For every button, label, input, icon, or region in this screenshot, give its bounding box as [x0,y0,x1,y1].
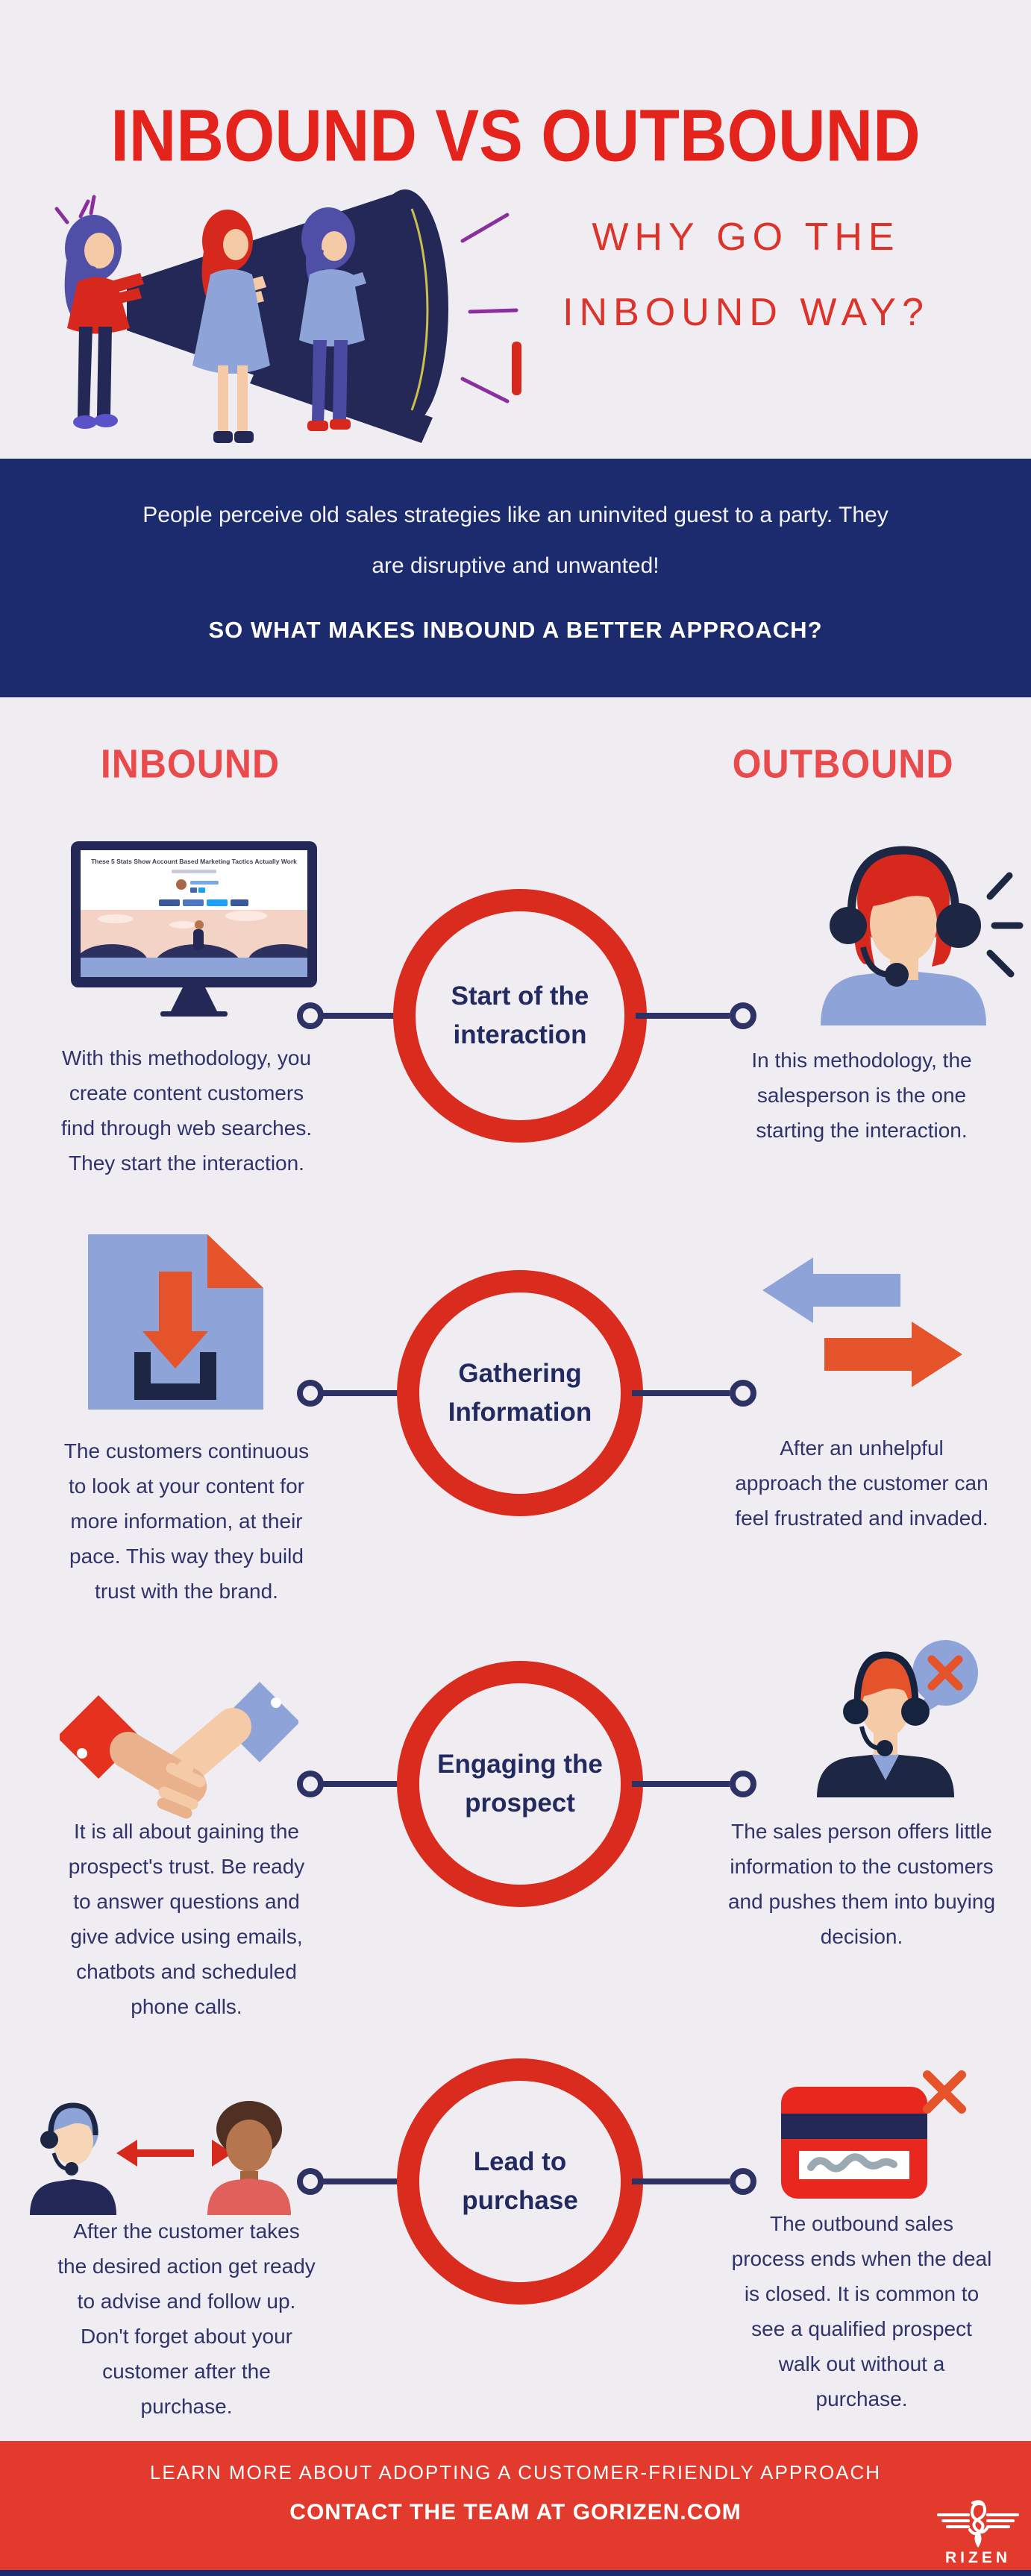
agent-rejected-speech-bubble-icon [817,1640,978,1797]
stage-label: Gathering Information [448,1358,592,1427]
telemarketer-headset-icon [821,846,1024,1025]
outbound-text-row4: The outbound sales process ends when the… [731,2212,992,2411]
header-subtitle: WHY GO THE INBOUND WAY? [562,216,930,335]
inbound-text-row3: It is all about gaining the prospect's t… [68,1820,305,2019]
credit-card-declined-icon [781,2070,966,2199]
timeline-connector-left [322,1013,404,1019]
footer-bottom-strip [0,2570,1031,2576]
stage-circle: Lead to purchase [397,2058,643,2305]
timeline-connector-left [322,1781,408,1787]
timeline-node-left [297,2168,324,2195]
handshake-icon [60,1682,298,1819]
opposing-arrows-icon [762,1257,962,1387]
timeline-node-right [730,1002,756,1029]
stage-label: Lead to purchase [462,2146,578,2216]
timeline-node-left [297,1002,324,1029]
footer-banner [0,2441,1031,2570]
inbound-text-row4: After the customer takes the desired act… [57,2220,316,2419]
footer-contact-text[interactable]: CONTACT THE TEAM AT GORIZEN.COM [289,2500,742,2525]
intro-banner: People perceive old sales strategies lik… [0,459,1031,697]
stage-circle: Start of the interaction [393,889,647,1143]
timeline-connector-right [632,1781,730,1787]
timeline-connector-right [632,2178,730,2184]
timeline-connector-right [636,1013,730,1019]
page-title: INBOUND VS OUTBOUND [110,94,921,177]
outbound-text-row3: The sales person offers little informati… [727,1820,996,1949]
intro-banner-text: People perceive old sales strategies lik… [142,503,889,578]
timeline-connector-left [322,1390,408,1396]
stage-label: Start of the interaction [451,981,589,1050]
inbound-text-row2: The customers continuous to look at your… [63,1439,310,1603]
rizen-eagle-logo-icon: RIZEN [937,2500,1019,2566]
timeline-node-right [730,1380,756,1407]
agent-customer-connection-icon [30,2101,291,2215]
footer-learn-more-text: LEARN MORE ABOUT ADOPTING A CUSTOMER-FRI… [149,2461,882,2484]
timeline-node-right [730,1771,756,1797]
outbound-text-row2: After an unhelpful approach the customer… [735,1436,988,1530]
timeline-connector-right [632,1390,730,1396]
stage-label: Engaging the prospect [437,1749,603,1818]
intro-banner-question: SO WHAT MAKES INBOUND A BETTER APPROACH? [208,617,823,643]
footer-brand-text: RIZEN [945,2549,1011,2566]
timeline-connector-left [322,2178,408,2184]
stage-circle: Gathering Information [397,1270,643,1516]
outbound-text-row1: In this methodology, the salesperson is … [751,1049,972,1143]
megaphone-team-illustration-icon [54,189,521,443]
stage-circle: Engaging the prospect [397,1661,643,1907]
column-header-outbound: OUTBOUND [732,741,954,787]
column-header-inbound: INBOUND [100,741,281,787]
blog-headline-text: These 5 Stats Show Account Based Marketi… [91,858,297,865]
desktop-monitor-blog-icon: These 5 Stats Show Account Based Marketi… [71,841,317,1017]
timeline-node-left [297,1771,324,1797]
timeline-node-left [297,1380,324,1407]
inbound-text-row1: With this methodology, you create conten… [60,1046,313,1175]
document-download-inbox-icon [88,1234,263,1410]
timeline-node-right [730,2168,756,2195]
